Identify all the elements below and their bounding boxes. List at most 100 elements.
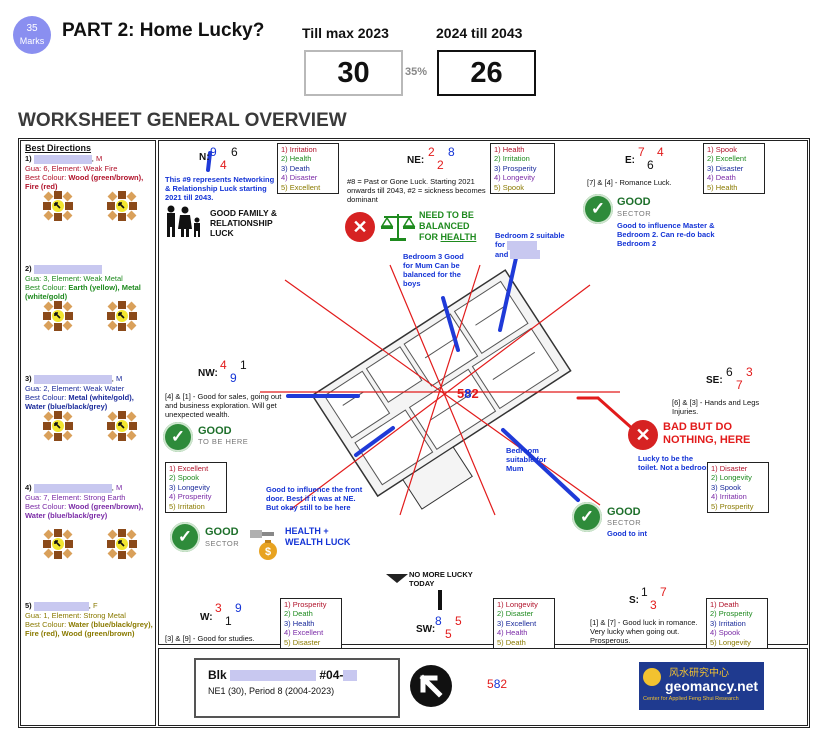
list-item: 4) Death xyxy=(707,173,736,183)
n-star-period: 9 xyxy=(210,145,217,159)
compass-icon xyxy=(106,528,138,560)
list-item: 1) Health xyxy=(494,145,525,154)
list-item: 4) xyxy=(25,483,32,492)
sector-ne-bedroom2: Bedroom 2 suitable for and xyxy=(495,231,575,260)
sector-e-label: E: xyxy=(625,155,635,166)
sector-w-label: W: xyxy=(200,612,213,623)
facing-direction-arrow-icon xyxy=(410,665,452,707)
e-star-period: 7 xyxy=(638,145,645,159)
list-item: Gua: 7, Element: Strong Earth xyxy=(25,492,126,502)
list-item: 4) Prosperity xyxy=(169,492,212,502)
e-star-mountain: 6 xyxy=(647,158,654,172)
sector-n-label: N: xyxy=(199,152,210,163)
score-period-1: 30 xyxy=(304,50,403,96)
s-star-period: 1 xyxy=(641,585,648,599)
check-icon: ✓ xyxy=(583,194,613,224)
sector-w-note: [3] & [9] - Good for studies. xyxy=(165,634,255,643)
geomancy-logo: 风水研究中心 geomancy.net Center for Applied F… xyxy=(639,662,764,710)
list-item: 4) Longevity xyxy=(494,173,535,183)
sector-ne-bedroom3: Bedroom 3 Good for Mum Can be balanced f… xyxy=(403,252,464,288)
period-1-label: Till max 2023 xyxy=(302,25,389,41)
list-item: Metal (white/gold), Water (blue/black/gr… xyxy=(25,392,134,411)
ne-star-water: 8 xyxy=(448,145,455,159)
list-item: 2 xyxy=(471,386,479,401)
list-item: 风水研究中心 xyxy=(669,668,729,679)
list-item: Water (blue/black/grey), Fire (red), Woo… xyxy=(25,619,153,638)
sector-w-wealth: HEALTH + WEALTH LUCK xyxy=(285,526,355,548)
list-item: 5) Death xyxy=(497,637,526,647)
center-stars: 582 xyxy=(457,386,479,401)
list-item: 2) Disaster xyxy=(497,609,534,619)
list-item: 4) Excellent xyxy=(284,628,324,638)
redacted-name xyxy=(33,601,89,611)
list-item: 5) Prosperity xyxy=(711,501,754,511)
list-item: 4) Health xyxy=(497,628,528,638)
nw-star-period: 4 xyxy=(220,358,227,372)
person-1: 1) , M Gua: 6, Element: Weak Fire Best C… xyxy=(25,154,144,191)
list-item: 1) Disaster xyxy=(711,464,748,473)
list-item: 2) xyxy=(25,264,32,273)
list-item: NEED TO BE BALANCED FOR xyxy=(419,210,474,242)
list-item: 1) Prosperity xyxy=(284,600,327,609)
nw-star-mountain: 9 xyxy=(230,371,237,385)
sector-nw-note: [4] & [1] - Good for sales, going out an… xyxy=(165,392,282,419)
s-star-water: 7 xyxy=(660,585,667,599)
list-item: 2) Excellent xyxy=(707,154,747,164)
list-item: 1) Spook xyxy=(707,145,738,154)
compass-icon xyxy=(106,300,138,332)
list-item: 1) Excellent xyxy=(169,464,209,473)
compass-icon xyxy=(42,190,74,222)
list-item: 35 xyxy=(26,23,38,34)
sector-se-remark: Lucky to be the toilet. Not a bedroom xyxy=(638,454,713,472)
compass-icon xyxy=(42,528,74,560)
bad-x-icon: ✕ xyxy=(345,212,375,242)
ne-star-period: 2 xyxy=(428,145,435,159)
sector-sw-label: SW: xyxy=(416,624,436,635)
list-item: 5 xyxy=(487,677,494,691)
redacted-name xyxy=(33,154,92,164)
list-item: M xyxy=(95,154,103,163)
list-item: Best Colour: xyxy=(25,392,69,402)
list-item: Gua: 2, Element: Weak Water xyxy=(25,383,125,393)
person-5: 5) , F Gua: 1, Element: Strong Metal Bes… xyxy=(25,601,153,638)
score-period-2: 26 xyxy=(437,50,536,96)
bad-x-icon: ✕ xyxy=(628,420,658,450)
redacted-name xyxy=(33,483,112,493)
list-item: 2 xyxy=(500,677,508,691)
list-item: M xyxy=(115,483,123,492)
sector-s-good: GOOD xyxy=(607,506,641,518)
sw-star-mountain: 5 xyxy=(445,627,452,641)
sector-s-sector: SECTOR xyxy=(607,518,642,527)
wealth-money-bag-icon: $ xyxy=(250,530,277,560)
list-item: 4) Irritation xyxy=(711,492,747,502)
list-item: 3) xyxy=(25,374,32,383)
list-item: 5) Spook xyxy=(494,182,525,192)
s-star-mountain: 3 xyxy=(650,598,657,612)
list-item: Marks xyxy=(19,36,45,46)
list-item: 5) Health xyxy=(707,182,738,192)
list-item: 5) Disaster xyxy=(284,637,321,647)
sector-s-label: S: xyxy=(629,595,639,606)
compass-icon xyxy=(42,300,74,332)
list-item: #04- xyxy=(319,668,344,682)
best-directions-heading: Best Directions xyxy=(25,143,92,153)
list-item: 5) Irritation xyxy=(169,501,205,511)
list-item: 3) Prosperity xyxy=(494,163,537,173)
compass-icon xyxy=(42,410,74,442)
sector-ne-label: NE: xyxy=(407,155,425,166)
sector-se-note: [6] & [3] - Hands and Legs Injuries. xyxy=(672,398,760,416)
sector-sw-bedroom: Bedroom suitable for Mum xyxy=(506,446,547,473)
list-item: 3) Health xyxy=(284,618,315,628)
sector-ne-note: #8 = Past or Gone Luck. Starting 2021 on… xyxy=(347,177,486,204)
check-icon: ✓ xyxy=(163,422,193,452)
sector-e-good: GOOD xyxy=(617,196,651,208)
w-star-mountain: 1 xyxy=(225,614,232,628)
sector-e-remark: Good to influence Master & Bedroom 2. Ca… xyxy=(617,221,715,248)
compass-icon xyxy=(106,190,138,222)
person-3: 3) , M Gua: 2, Element: Weak Water Best … xyxy=(25,374,134,411)
